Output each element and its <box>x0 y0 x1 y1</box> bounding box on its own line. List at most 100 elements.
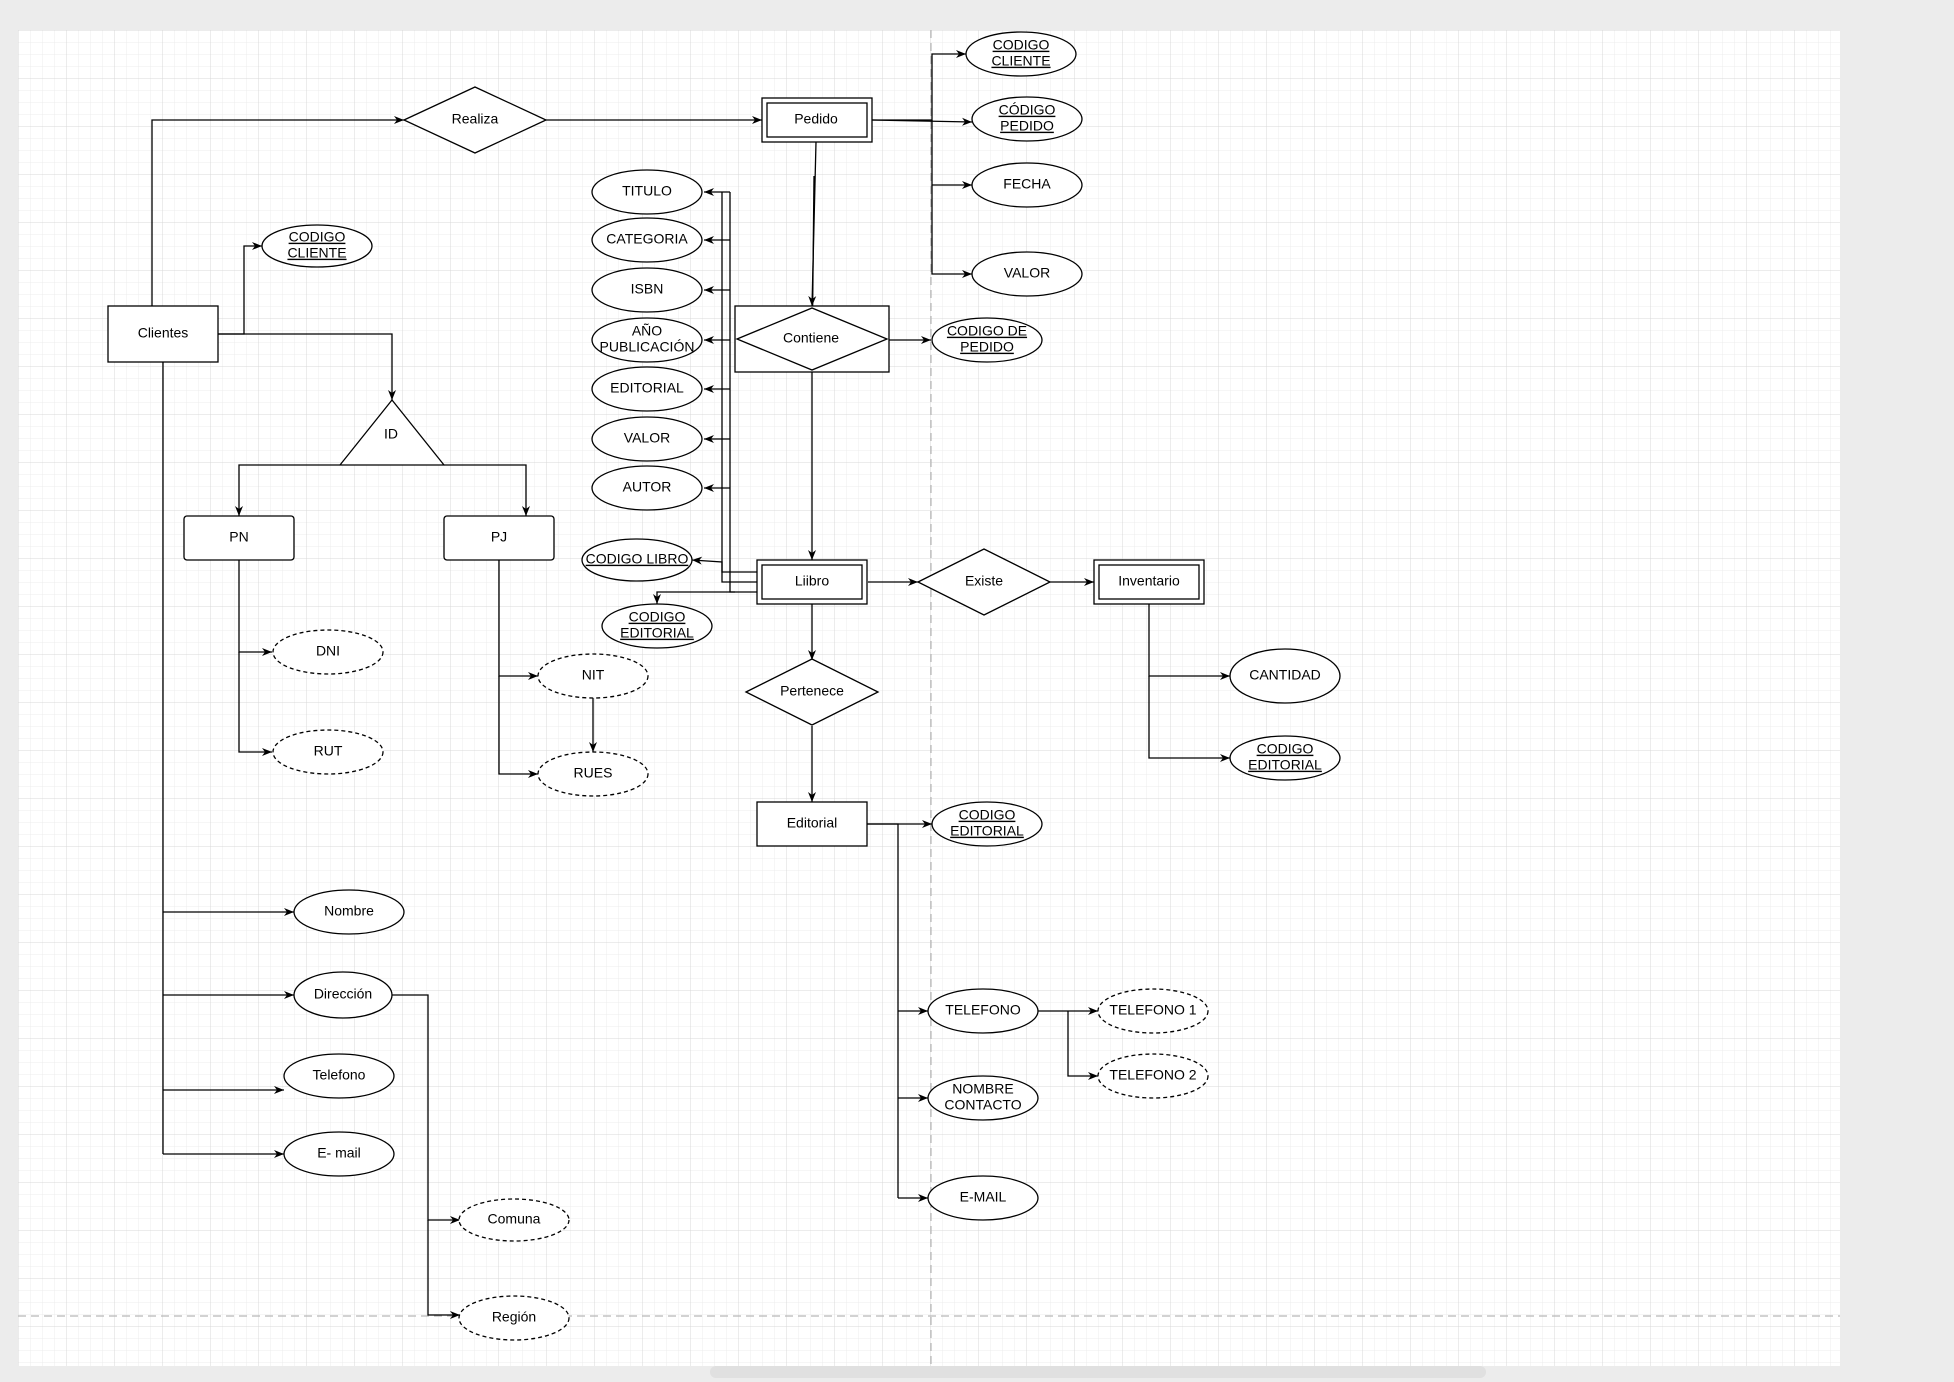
entity-label: Pedido <box>794 111 838 127</box>
attribute-codigo-cliente[interactable]: CODIGO CLIENTE <box>261 224 373 268</box>
attribute-label: CODIGO LIBRO <box>586 551 689 567</box>
attribute-comuna[interactable]: Comuna <box>458 1198 570 1242</box>
entity-libro[interactable]: Liibro <box>756 559 868 605</box>
attribute-libro-codigo-editorial[interactable]: CODIGO EDITORIAL <box>601 603 713 649</box>
attribute-label: RUT <box>314 743 343 759</box>
attribute-rut[interactable]: RUT <box>272 729 384 775</box>
edge-libro-codigo-libro[interactable] <box>691 556 757 573</box>
attribute-rues[interactable]: RUES <box>537 751 649 797</box>
entity-label: Clientes <box>138 325 189 341</box>
attribute-label: ISBN <box>631 281 664 297</box>
edge-telefono-telefono2[interactable] <box>1067 1011 1098 1080</box>
attribute-label: EDITORIAL <box>610 380 684 396</box>
attribute-label-line-1: CODIGO <box>289 229 346 245</box>
attribute-pedido-codigo-cliente[interactable]: CODIGO CLIENTE <box>965 31 1077 77</box>
attribute-label: Comuna <box>488 1211 541 1227</box>
attribute-codigo-de-pedido[interactable]: CODIGO DE PEDIDO <box>931 317 1043 363</box>
attribute-nit[interactable]: NIT <box>537 653 649 699</box>
entity-label: Liibro <box>795 573 829 589</box>
horizontal-scrollbar[interactable] <box>710 1366 1486 1378</box>
relationship-existe[interactable]: Existe <box>916 548 1052 616</box>
attribute-telefono[interactable]: Telefono <box>283 1053 395 1099</box>
attribute-label: TELEFONO <box>945 1002 1021 1018</box>
edge-inventario-codigo-editorial[interactable] <box>1148 676 1230 762</box>
attribute-label: TELEFONO 1 <box>1109 1002 1196 1018</box>
attribute-isbn[interactable]: ISBN <box>591 267 703 313</box>
relationship-contiene[interactable]: Contiene <box>734 305 890 373</box>
entity-editorial[interactable]: Editorial <box>756 801 868 847</box>
relationship-realiza[interactable]: Realiza <box>402 86 548 154</box>
entity-label: PJ <box>491 529 507 545</box>
edge-pedido-valor[interactable] <box>931 185 972 278</box>
attribute-editorial-email[interactable]: E-MAIL <box>927 1175 1039 1221</box>
attribute-label: TELEFONO 2 <box>1109 1067 1196 1083</box>
attribute-direccion[interactable]: Dirección <box>293 971 393 1019</box>
entity-label: Editorial <box>787 815 838 831</box>
attribute-label-line-2: PEDIDO <box>960 339 1014 355</box>
attribute-nombre[interactable]: Nombre <box>293 889 405 935</box>
attribute-editorial-telefono[interactable]: TELEFONO <box>927 988 1039 1034</box>
attribute-label-line-2: EDITORIAL <box>1248 757 1322 773</box>
edge-libro-attr-bus[interactable] <box>721 192 757 583</box>
attribute-libro-valor[interactable]: VALOR <box>591 416 703 462</box>
entity-pedido[interactable]: Pedido <box>761 97 873 143</box>
entity-pn[interactable]: PN <box>183 515 295 561</box>
entity-inventario[interactable]: Inventario <box>1093 559 1205 605</box>
attribute-label-line-2: EDITORIAL <box>620 625 694 641</box>
attribute-label: E-MAIL <box>960 1189 1007 1205</box>
attribute-anio-publicacion[interactable]: AÑO PUBLICACIÓN <box>591 317 703 363</box>
specialization-id[interactable]: ID <box>339 399 445 466</box>
attribute-inventario-codigo-editorial[interactable]: CODIGO EDITORIAL <box>1229 735 1341 781</box>
attribute-label-line-1: CÓDIGO <box>999 102 1056 118</box>
attribute-editorial-codigo-editorial[interactable]: CODIGO EDITORIAL <box>931 801 1043 847</box>
attribute-label-line-2: PUBLICACIÓN <box>600 339 695 355</box>
edge-id-pn[interactable] <box>235 464 340 516</box>
attribute-libro-editorial[interactable]: EDITORIAL <box>591 366 703 412</box>
attribute-pedido-valor[interactable]: VALOR <box>971 251 1083 297</box>
attribute-label-line-2: CONTACTO <box>944 1097 1021 1113</box>
entity-label: PN <box>229 529 248 545</box>
attribute-titulo[interactable]: TITULO <box>591 169 703 215</box>
edge-editorial-trunk[interactable] <box>866 823 899 1198</box>
entity-clientes[interactable]: Clientes <box>107 305 219 363</box>
attribute-label-line-1: CODIGO <box>959 807 1016 823</box>
attribute-label: Nombre <box>324 903 374 919</box>
edge-pn-rut[interactable] <box>238 652 272 756</box>
entity-pj[interactable]: PJ <box>443 515 555 561</box>
attribute-label: FECHA <box>1003 176 1051 192</box>
attribute-label-line-1: CODIGO <box>1257 741 1314 757</box>
attribute-codigo-pedido[interactable]: CÓDIGO PEDIDO <box>971 96 1083 142</box>
relationship-pertenece[interactable]: Pertenece <box>744 658 880 726</box>
attribute-autor[interactable]: AUTOR <box>591 465 703 511</box>
attribute-codigo-libro[interactable]: CODIGO LIBRO <box>581 538 693 582</box>
attribute-label: RUES <box>574 765 613 781</box>
attribute-label-line-2: PEDIDO <box>1000 118 1054 134</box>
edge-direccion-region[interactable] <box>427 1220 460 1319</box>
attribute-categoria[interactable]: CATEGORIA <box>591 217 703 263</box>
attribute-telefono-1[interactable]: TELEFONO 1 <box>1097 988 1209 1034</box>
edge-libro-codigo-editorial[interactable] <box>653 591 735 604</box>
attribute-label: DNI <box>316 643 340 659</box>
attribute-label: AUTOR <box>623 479 672 495</box>
edge-direccion-comuna[interactable] <box>392 994 460 1224</box>
edge-pj-rues[interactable] <box>498 676 538 778</box>
attribute-label: Dirección <box>314 986 372 1002</box>
attribute-email[interactable]: E- mail <box>283 1131 395 1177</box>
attribute-label: E- mail <box>317 1145 361 1161</box>
attribute-label-line-2: EDITORIAL <box>950 823 1024 839</box>
attribute-cantidad[interactable]: CANTIDAD <box>1229 648 1341 704</box>
attribute-fecha[interactable]: FECHA <box>971 162 1083 208</box>
edge-id-pj[interactable] <box>444 464 530 516</box>
attribute-label-line-1: CODIGO <box>629 609 686 625</box>
edge-clientes-id[interactable] <box>218 333 396 400</box>
attribute-nombre-contacto[interactable]: NOMBRE CONTACTO <box>927 1075 1039 1121</box>
attribute-label-line-2: CLIENTE <box>287 245 346 261</box>
edge-pedido-codigo-pedido[interactable] <box>871 117 973 126</box>
specialization-label: ID <box>384 426 398 442</box>
attribute-telefono-2[interactable]: TELEFONO 2 <box>1097 1053 1209 1099</box>
attribute-label: Región <box>492 1309 536 1325</box>
attribute-dni[interactable]: DNI <box>272 629 384 675</box>
edge-clientes-realiza[interactable] <box>151 116 404 306</box>
attribute-region[interactable]: Región <box>458 1295 570 1341</box>
